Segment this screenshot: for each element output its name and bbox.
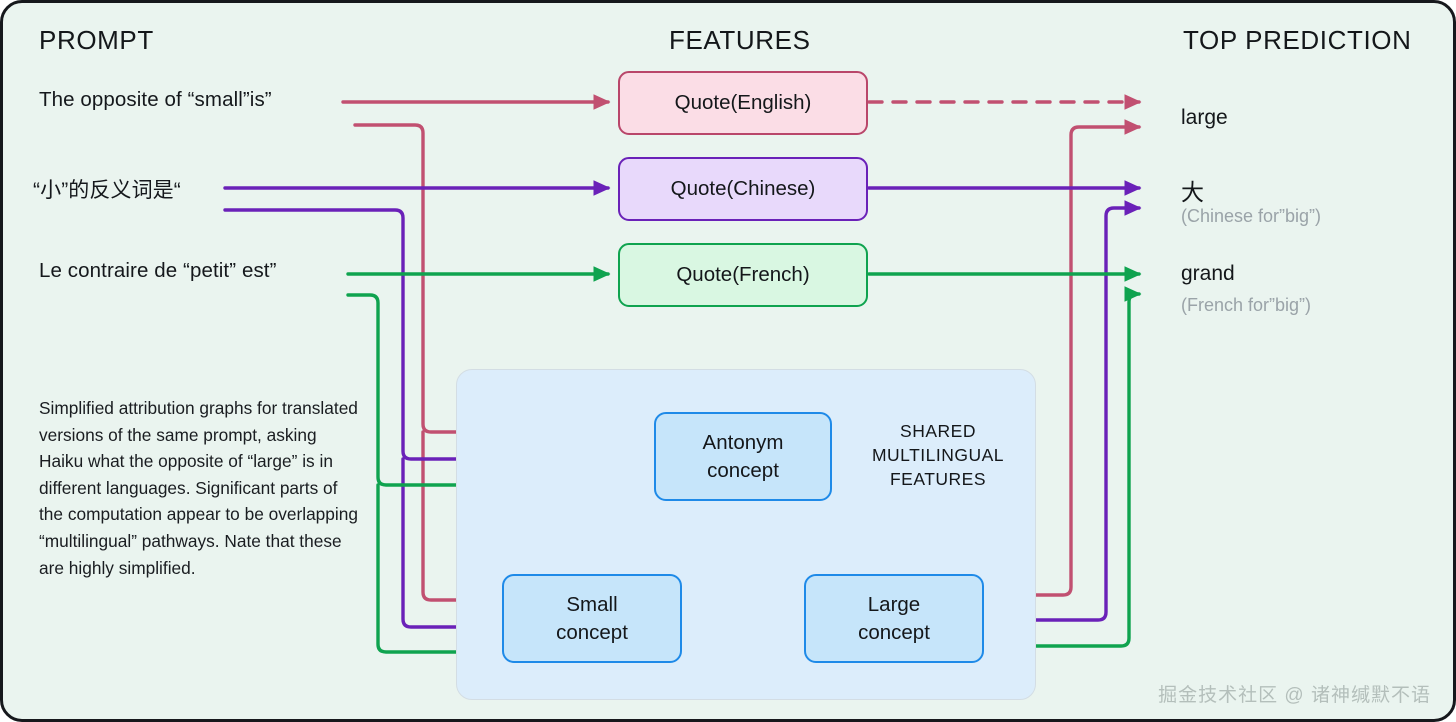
concept-large-line-1: Large — [867, 592, 921, 616]
prediction-french-gloss: (French for”big”) — [1181, 295, 1312, 315]
concept-small-line-1: Small — [566, 592, 618, 616]
watermark: 掘金技术社区 @ 诸神缄默不语 — [1158, 685, 1431, 706]
shared-label-line-2: MULTILINGUAL — [871, 445, 1005, 465]
feature-box-quote-french[interactable]: Quote(French) — [618, 243, 868, 307]
column-header-features: FEATURES — [669, 25, 811, 55]
feature-label-english: Quote(English) — [674, 91, 812, 114]
prediction-french: grand — [1181, 262, 1235, 285]
feature-box-quote-chinese[interactable]: Quote(Chinese) — [618, 157, 868, 221]
prompt-text-french: Le contraire de “petit” est” — [39, 259, 277, 282]
prediction-english: large — [1181, 106, 1228, 129]
prompt-text-chinese: “小”的反义词是“ — [33, 179, 181, 202]
feature-box-quote-english[interactable]: Quote(English) — [618, 71, 868, 135]
caption-text: Simplified attribution graphs for transl… — [39, 398, 358, 578]
prediction-chinese: 大 — [1181, 179, 1204, 205]
concept-antonym-line-1: Antonym — [702, 430, 784, 454]
shared-label-line-1: SHARED — [900, 421, 976, 441]
feature-label-french: Quote(French) — [676, 263, 810, 286]
prompt-text-english: The opposite of “small”is” — [39, 88, 272, 111]
concept-large-line-2: concept — [858, 620, 930, 644]
concept-box-large[interactable]: Large concept — [804, 574, 984, 663]
shared-multilingual-label: SHARED MULTILINGUAL FEATURES — [865, 419, 1011, 491]
concept-small-line-2: concept — [556, 620, 628, 644]
concept-box-antonym[interactable]: Antonym concept — [654, 412, 832, 501]
concept-box-small[interactable]: Small concept — [502, 574, 682, 663]
prediction-chinese-gloss: (Chinese for”big”) — [1181, 206, 1322, 226]
feature-label-chinese: Quote(Chinese) — [670, 177, 816, 200]
shared-label-line-3: FEATURES — [889, 469, 987, 489]
column-header-top-prediction: TOP PREDICTION — [1183, 25, 1412, 55]
column-header-prompt: PROMPT — [39, 25, 154, 55]
concept-antonym-line-2: concept — [707, 458, 779, 482]
